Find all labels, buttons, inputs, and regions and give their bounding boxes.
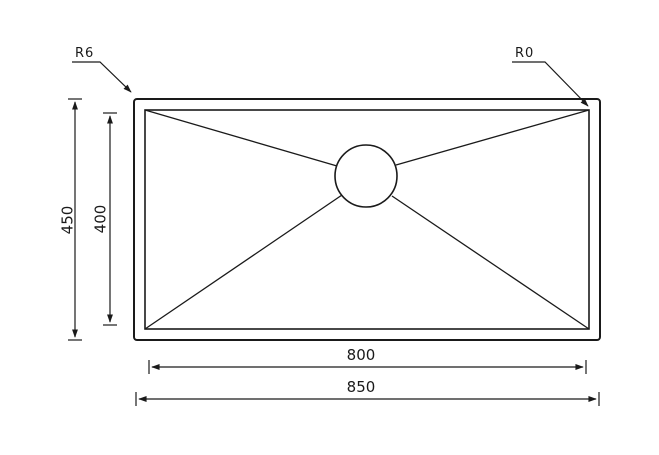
leader-line-r6 [72,61,132,93]
dimension-label-450: 450 [59,206,77,235]
dimension-overall-width: 850 [135,378,600,406]
slope-line-bottom-left [144,194,343,330]
radius-callout-r0: R0 [512,46,589,107]
dimension-overall-depth: 450 [59,98,82,341]
dimension-label-850: 850 [347,378,376,396]
radius-callout-r6: R6 [72,46,132,93]
slope-line-top-right [395,109,590,166]
dimension-bowl-width: 800 [148,346,587,374]
dimension-label-400: 400 [92,205,110,234]
inner-bowl [144,109,590,330]
slope-line-top-left [144,109,338,167]
drain-hole [334,144,398,208]
radius-label-r0: R0 [515,46,534,61]
outer-rim [133,98,601,341]
dimension-bowl-depth: 400 [92,112,117,326]
leader-line-r0 [512,61,589,107]
dimension-label-800: 800 [347,346,376,364]
slope-line-bottom-right [391,195,590,330]
radius-label-r6: R6 [75,46,94,61]
